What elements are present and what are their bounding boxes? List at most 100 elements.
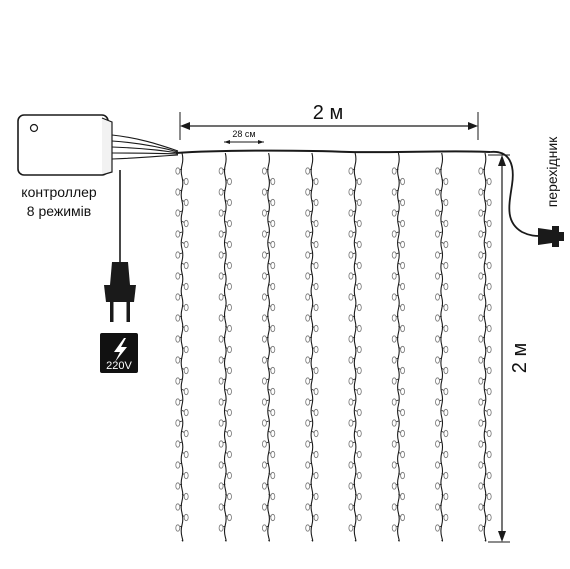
led-bulb-icon	[356, 303, 362, 312]
led-bulb-icon	[435, 188, 440, 196]
led-bulb-icon	[175, 440, 181, 448]
led-bulb-icon	[261, 356, 267, 364]
led-bulb-icon	[183, 366, 189, 375]
light-strand	[218, 152, 232, 542]
led-bulb-icon	[183, 198, 189, 207]
led-bulb-icon	[348, 440, 354, 448]
led-bulb-icon	[443, 240, 449, 249]
led-bulb-icon	[218, 167, 224, 175]
led-bulb-icon	[443, 429, 449, 438]
led-bulb-icon	[313, 366, 319, 375]
led-bulb-icon	[227, 429, 232, 438]
led-bulb-icon	[227, 408, 232, 417]
spacing-label: 28 см	[232, 129, 255, 139]
strand-wire	[483, 152, 487, 542]
controller-label-line1: контроллер	[21, 184, 97, 200]
led-bulb-icon	[175, 377, 181, 385]
led-bulb-icon	[478, 461, 484, 469]
led-bulb-icon	[305, 293, 311, 301]
led-bulb-icon	[400, 345, 406, 354]
led-bulb-icon	[313, 513, 319, 522]
led-bulb-icon	[175, 398, 181, 406]
led-bulb-icon	[348, 524, 354, 532]
led-bulb-icon	[227, 366, 232, 375]
led-bulb-icon	[261, 335, 267, 343]
light-strand	[261, 152, 276, 542]
led-bulb-icon	[435, 461, 440, 469]
strand-wire	[267, 152, 270, 542]
led-bulb-icon	[478, 419, 484, 427]
led-bulb-icon	[486, 282, 492, 291]
led-bulb-icon	[486, 345, 492, 354]
led-bulb-icon	[435, 272, 440, 280]
led-bulb-icon	[270, 303, 276, 312]
led-bulb-icon	[478, 482, 484, 490]
adapter-label: перехідник	[544, 136, 560, 207]
led-bulb-icon	[261, 503, 267, 511]
led-bulb-icon	[175, 461, 181, 469]
led-bulb-icon	[218, 230, 224, 238]
led-bulb-icon	[391, 293, 397, 301]
led-bulb-icon	[305, 461, 311, 469]
led-bulb-icon	[400, 303, 406, 312]
led-bulb-icon	[478, 335, 484, 343]
led-bulb-icon	[486, 408, 492, 417]
led-bulb-icon	[356, 408, 362, 417]
led-bulb-icon	[270, 492, 276, 501]
led-bulb-icon	[478, 251, 484, 259]
led-bulb-icon	[261, 230, 267, 238]
led-bulb-icon	[356, 219, 362, 228]
led-bulb-icon	[183, 219, 189, 228]
led-bulb-icon	[435, 482, 440, 490]
controller-label-line2: 8 режимів	[27, 203, 91, 219]
led-bulb-icon	[313, 261, 319, 270]
led-bulb-icon	[443, 408, 449, 417]
led-bulb-icon	[305, 314, 311, 322]
led-bulb-icon	[183, 492, 189, 501]
led-bulb-icon	[261, 251, 267, 259]
led-bulb-icon	[183, 261, 189, 270]
led-bulb-icon	[391, 440, 397, 448]
led-bulb-icon	[486, 324, 492, 333]
led-bulb-icon	[435, 503, 440, 511]
led-bulb-icon	[356, 471, 362, 480]
led-bulb-icon	[183, 450, 189, 459]
led-bulb-icon	[443, 261, 449, 270]
led-bulb-icon	[261, 440, 267, 448]
led-bulb-icon	[400, 261, 406, 270]
led-bulb-icon	[435, 251, 440, 259]
led-bulb-icon	[435, 440, 440, 448]
led-bulb-icon	[227, 282, 232, 291]
led-bulb-icon	[486, 198, 492, 207]
led-bulb-icon	[313, 429, 319, 438]
led-bulb-icon	[261, 461, 267, 469]
led-bulb-icon	[391, 209, 397, 217]
led-bulb-icon	[435, 314, 440, 322]
led-bulb-icon	[175, 314, 181, 322]
led-bulb-icon	[218, 188, 224, 196]
led-bulb-icon	[443, 366, 449, 375]
led-bulb-icon	[443, 219, 449, 228]
led-bulb-icon	[478, 209, 484, 217]
led-bulb-icon	[218, 356, 224, 364]
led-bulb-icon	[443, 282, 449, 291]
led-bulb-icon	[261, 272, 267, 280]
led-bulb-icon	[218, 461, 224, 469]
led-bulb-icon	[348, 272, 354, 280]
led-bulb-icon	[175, 419, 181, 427]
led-bulb-icon	[227, 345, 232, 354]
led-bulb-icon	[183, 240, 189, 249]
led-bulb-icon	[400, 282, 406, 291]
adapter-connector-icon	[538, 226, 564, 247]
led-bulb-icon	[175, 251, 181, 259]
led-bulb-icon	[218, 314, 224, 322]
led-bulb-icon	[391, 272, 397, 280]
led-bulb-icon	[227, 261, 232, 270]
led-bulb-icon	[356, 198, 362, 207]
led-bulb-icon	[183, 387, 189, 396]
led-bulb-icon	[356, 366, 362, 375]
light-strand	[305, 152, 319, 542]
led-bulb-icon	[305, 209, 311, 217]
led-bulb-icon	[486, 177, 492, 186]
led-bulb-icon	[227, 471, 232, 480]
